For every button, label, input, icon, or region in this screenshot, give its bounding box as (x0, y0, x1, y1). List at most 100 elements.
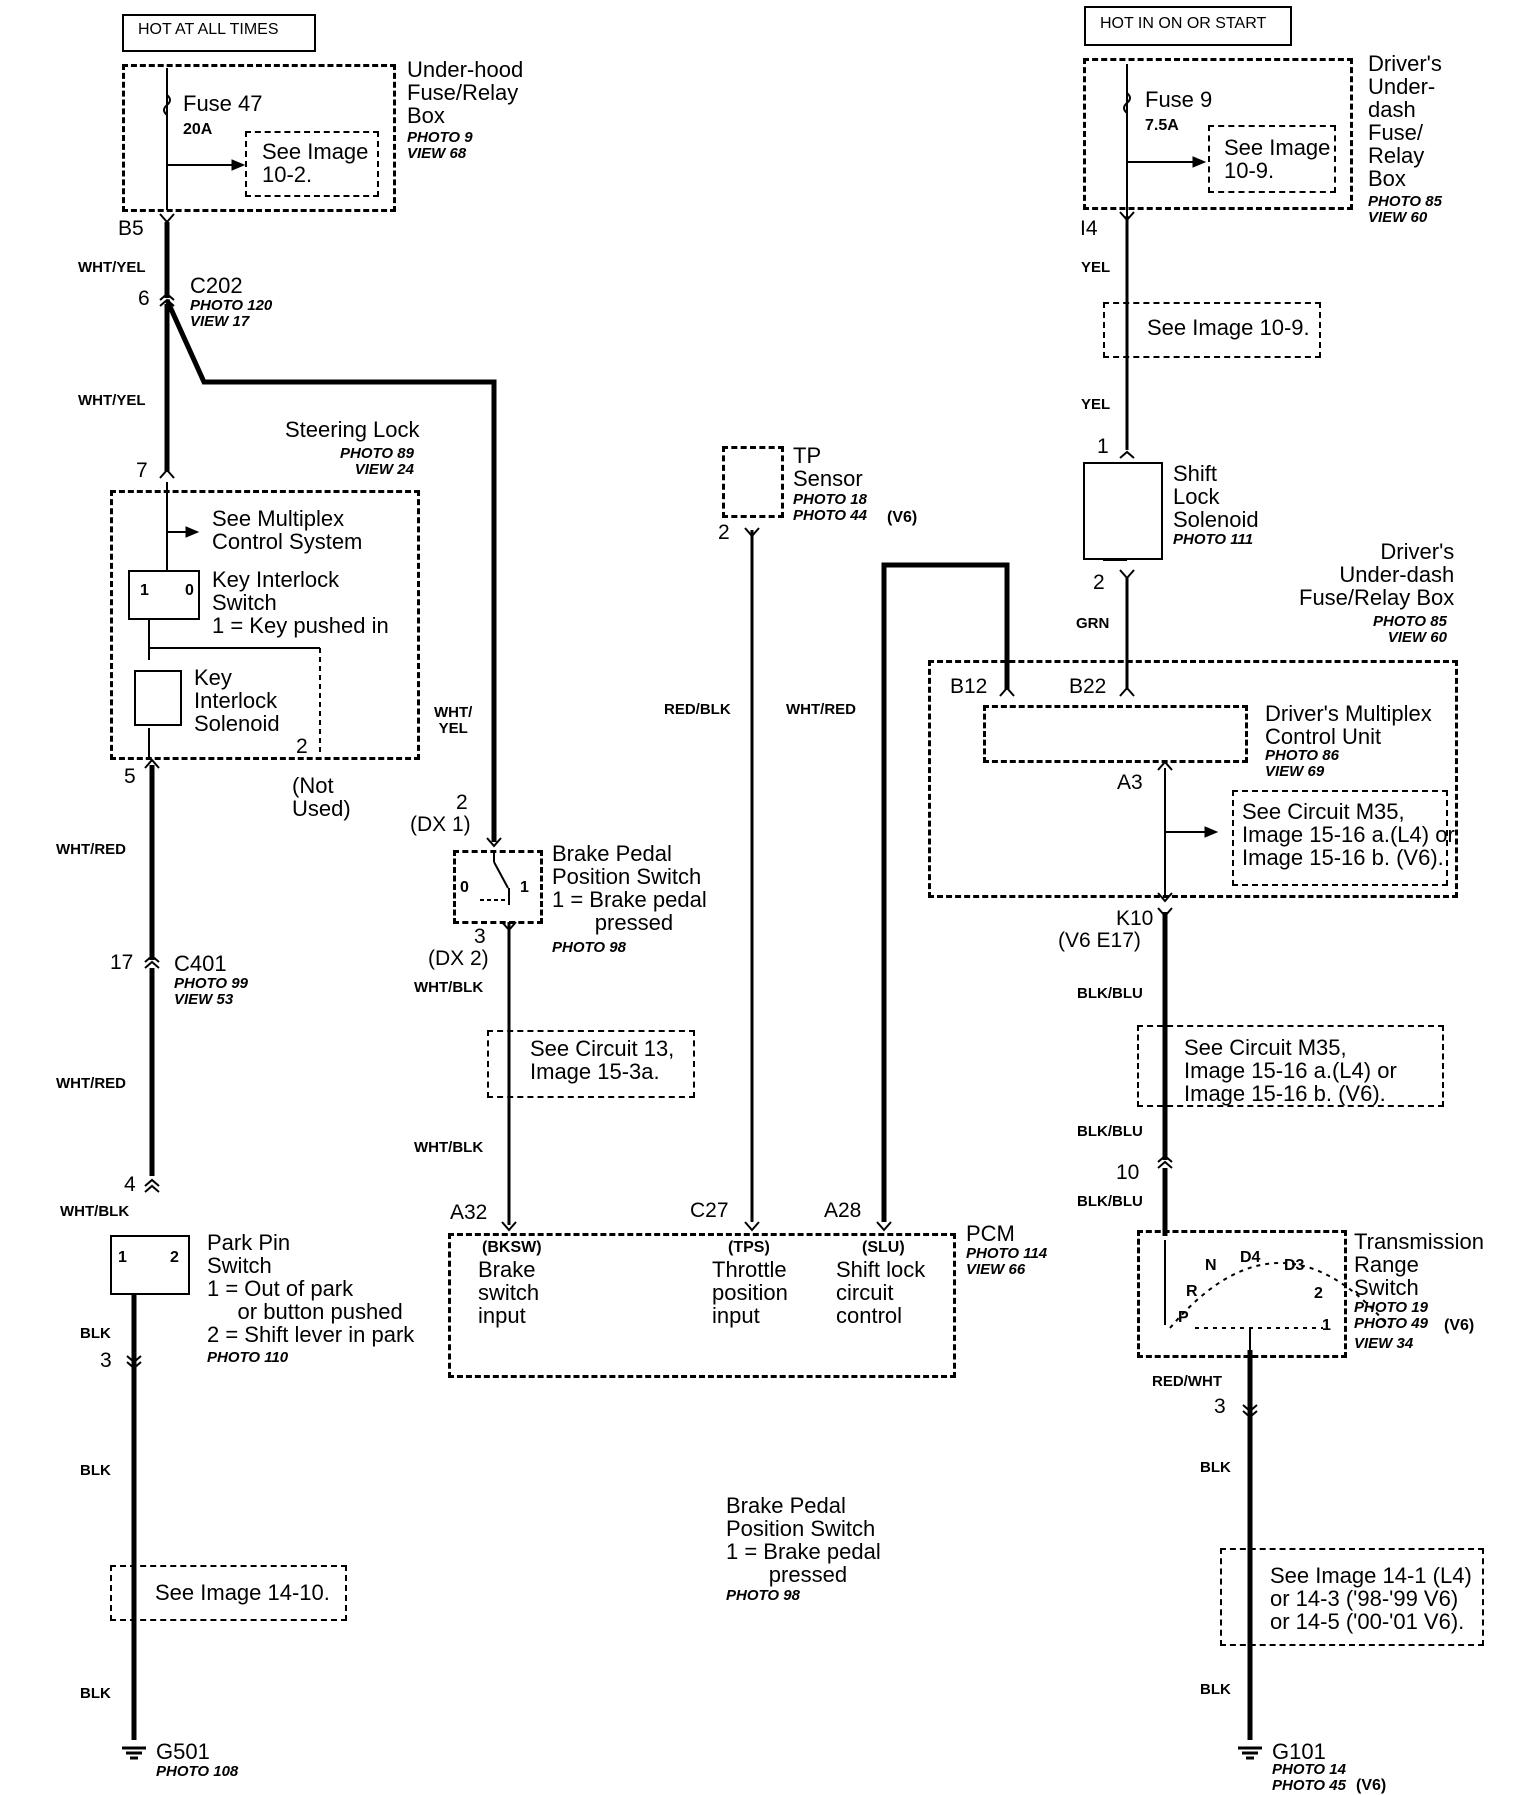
c401-pin-17: 17 (110, 951, 134, 974)
see-circuit-m35-link-1[interactable]: See Circuit M35, Image 15-16 a.(L4) or I… (1242, 799, 1455, 871)
pin-4: 4 (124, 1173, 136, 1196)
pcm-slu: (SLU) (862, 1239, 905, 1256)
wire-label-blk-2: BLK (80, 1462, 111, 1479)
see-image-14-box (1220, 1548, 1484, 1646)
tp-sensor-photo: PHOTO 18 PHOTO 44 (793, 491, 867, 524)
shift-lock-solenoid-label: Shift Lock Solenoid (1173, 461, 1259, 533)
brake-switch-box (453, 850, 543, 924)
brake-pin-3: 3 (474, 925, 486, 948)
wire-label-blk-right-1: BLK (1200, 1459, 1231, 1476)
trs-pos-d4: D4 (1240, 1249, 1261, 1266)
park-switch-pos-2: 2 (170, 1249, 179, 1266)
pin-v6-e17: (V6 E17) (1058, 929, 1141, 952)
see-circuit-13-link[interactable]: See Circuit 13, Image 15-3a. (530, 1036, 675, 1085)
pcm-bksw: (BKSW) (482, 1239, 542, 1256)
wire-label-blk-right-2: BLK (1200, 1681, 1231, 1698)
see-multiplex-control-link[interactable]: See Multiplex Control System (212, 506, 363, 555)
driver-underdash-fuse-box-label: Driver's Under- dash Fuse/ Relay Box (1368, 51, 1442, 192)
see-image-14-10-link[interactable]: See Image 14-10. (155, 1580, 330, 1605)
see-image-10-2-link[interactable]: See Image 10-2. (262, 139, 369, 188)
wire-label-wht-red-2: WHT/RED (56, 1075, 126, 1092)
trs-photo-v6: (V6) (1444, 1317, 1475, 1334)
key-switch-pos-0: 0 (185, 582, 194, 599)
park-pin-switch-photo: PHOTO 110 (207, 1349, 289, 1366)
mcu-label: Driver's Multiplex Control Unit (1265, 701, 1432, 750)
pcm-photo: PHOTO 114 VIEW 66 (966, 1245, 1048, 1278)
pin-i4: I4 (1080, 217, 1098, 240)
fuse-9-rating: 7.5A (1145, 117, 1179, 134)
hot-at-all-times-label: HOT AT ALL TIMES (138, 21, 279, 38)
ground-g501-photo: PHOTO 108 (156, 1763, 239, 1780)
wire-label-grn: GRN (1076, 615, 1110, 632)
wire-label-wht-blk-1: WHT/BLK (414, 979, 484, 996)
wire-label-wht-blk: WHT/BLK (60, 1203, 130, 1220)
pcm-pin-a28: A28 (824, 1199, 862, 1222)
pcm-slu-desc: Shift lock circuit control (836, 1257, 926, 1329)
c401-label: C401 (174, 951, 227, 976)
hot-in-on-or-start-label: HOT IN ON OR START (1100, 15, 1267, 32)
pin-10: 10 (1116, 1161, 1140, 1184)
driver-underdash-fuse-box-photo: PHOTO 85 VIEW 60 (1368, 193, 1442, 226)
ground-g101-photo-v6: (V6) (1356, 1777, 1387, 1794)
see-circuit-13-box (487, 1030, 695, 1098)
wire-label-yel-1: YEL (1081, 259, 1111, 276)
legend-brake-photo: PHOTO 98 (726, 1587, 800, 1604)
tp-pin-2: 2 (718, 521, 730, 544)
underdash-box-photo: PHOTO 85 VIEW 60 (1373, 613, 1447, 646)
wire-label-yel-2: YEL (1081, 396, 1111, 413)
pin-3-right: 3 (1214, 1395, 1226, 1418)
wire-label-blk-3: BLK (80, 1685, 111, 1702)
wire-label-red-blk: RED/BLK (664, 701, 731, 718)
trs-pos-n: N (1205, 1257, 1217, 1274)
pin-7: 7 (136, 459, 148, 482)
see-image-10-2-box (245, 131, 379, 197)
wire-label-wht-yel-1: WHT/YEL (78, 259, 146, 276)
pcm-pin-c27: C27 (690, 1199, 729, 1222)
park-pin-switch-label: Park Pin Switch 1 = Out of park or butto… (207, 1230, 415, 1348)
underhood-fuse-box-photo: PHOTO 9 VIEW 68 (407, 129, 473, 162)
trs-photo: PHOTO 19 PHOTO 49 (1354, 1299, 1428, 1332)
steering-lock-box (110, 490, 420, 760)
wire-label-wht-red: WHT/RED (786, 701, 856, 718)
driver-underdash-fuse-box (1083, 58, 1353, 210)
see-image-10-9-inner-link[interactable]: See Image 10-9. (1224, 135, 1331, 184)
brake-switch-pos-1: 1 (520, 879, 529, 896)
wire-label-blk-blu-3: BLK/BLU (1077, 1193, 1143, 1210)
c202-photo: PHOTO 120 VIEW 17 (190, 297, 273, 330)
wire-label-wht-yel-vertical: WHT/ YEL (434, 704, 473, 737)
wire-to-brake-switch (164, 298, 497, 842)
wire-label-wht-blk-2: WHT/BLK (414, 1139, 484, 1156)
underdash-box-label: Driver's Under-dash Fuse/Relay Box (1299, 539, 1455, 611)
pin-b22: B22 (1069, 675, 1107, 698)
tp-sensor-label: TP Sensor (793, 443, 863, 492)
brake-dx1: (DX 1) (410, 813, 471, 836)
brake-dx2: (DX 2) (428, 947, 489, 970)
pin-3-left: 3 (100, 1349, 112, 1372)
brake-switch-label: Brake Pedal Position Switch 1 = Brake pe… (552, 841, 707, 936)
steering-lock-photo: PHOTO 89 VIEW 24 (340, 445, 414, 478)
see-image-10-9-link[interactable]: See Image 10-9. (1147, 315, 1310, 340)
pin-5: 5 (124, 765, 136, 788)
underhood-fuse-box-label: Under-hood Fuse/Relay Box (407, 57, 524, 129)
trs-pos-r: R (1186, 1283, 1198, 1300)
pin-b12: B12 (950, 675, 988, 698)
wire-label-blk-blu-1: BLK/BLU (1077, 985, 1143, 1002)
trs-pos-p: P (1178, 1309, 1189, 1326)
pcm-box (448, 1233, 956, 1378)
shift-lock-solenoid-photo: PHOTO 111 (1173, 531, 1254, 548)
trs-box (1137, 1230, 1347, 1358)
mcu-box (983, 705, 1248, 763)
see-m35-box-2 (1137, 1025, 1444, 1107)
hot-in-on-or-start-box (1084, 6, 1292, 46)
wire-label-wht-yel-2: WHT/YEL (78, 392, 146, 409)
brake-pin-2: 2 (456, 791, 468, 814)
see-image-14-10-box (110, 1565, 347, 1621)
see-image-10-9-inner-box (1208, 125, 1336, 193)
pin-a3: A3 (1117, 771, 1143, 794)
see-image-14-link[interactable]: See Image 14-1 (L4) or 14-3 ('98-'99 V6)… (1270, 1563, 1472, 1635)
sol-pin-1: 1 (1097, 435, 1109, 458)
hot-at-all-times-box (122, 14, 316, 52)
shift-lock-solenoid-symbol (1083, 462, 1163, 560)
see-circuit-m35-link-2[interactable]: See Circuit M35, Image 15-16 a.(L4) or I… (1184, 1035, 1397, 1107)
